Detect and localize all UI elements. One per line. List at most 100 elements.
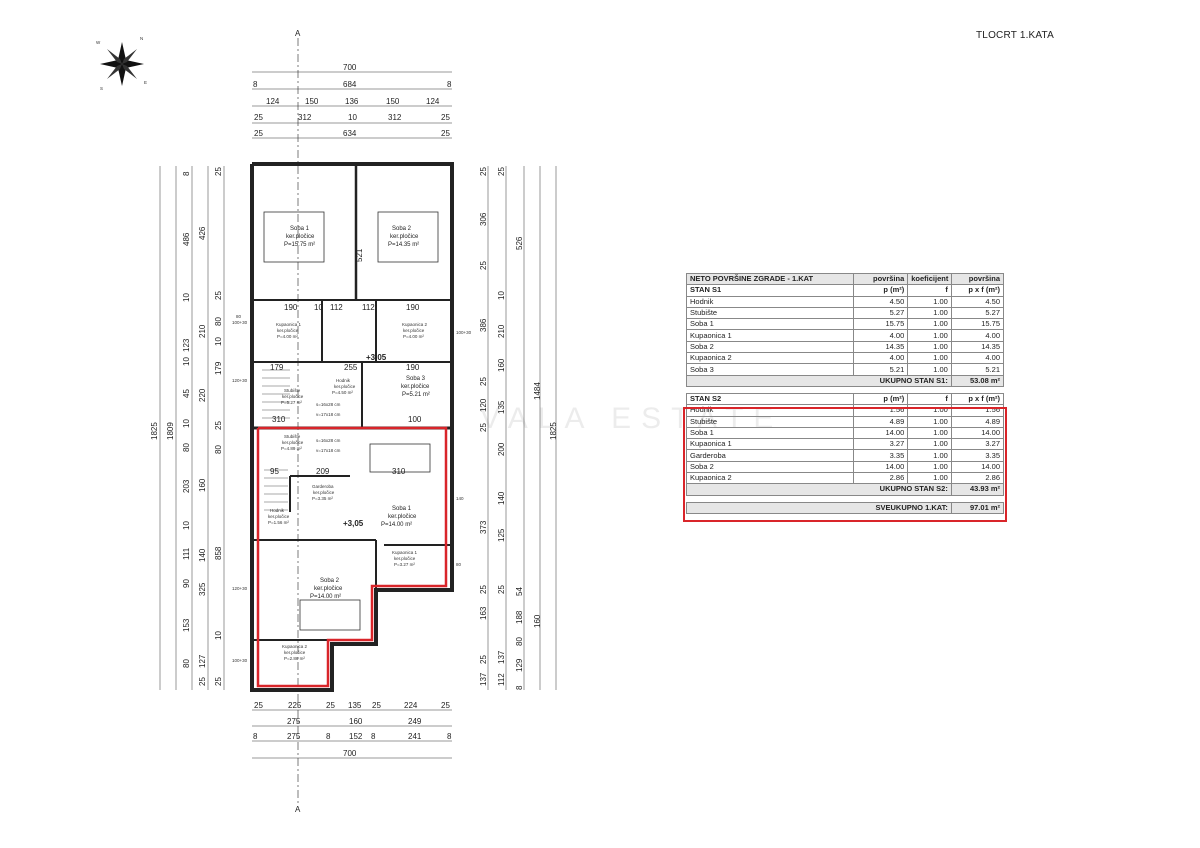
stan1-total-label: UKUPNO STAN S1: (686, 374, 952, 387)
dim-top-r3-d: 150 (386, 97, 400, 106)
cell-f: 1.00 (907, 363, 952, 376)
inner-dim-k: 95 (270, 467, 279, 476)
window-mark-4: 140 (456, 496, 464, 501)
dim-left-4-f: 127 (198, 654, 207, 668)
room-s2-kup1-floor: ker.pločice (394, 556, 416, 561)
inner-dim-b: 10 (314, 303, 323, 312)
dim-right-5-g: 80 (515, 637, 524, 646)
room-s1-soba1-floor: ker.pločice (286, 234, 315, 240)
dim-left-3-h: 203 (182, 479, 191, 493)
dim-left-4-a: 426 (198, 226, 207, 240)
stan2-highlight-box (683, 407, 1007, 522)
dim-right-3-l: 137 (479, 672, 488, 686)
window-mark-8: 100+30 (232, 658, 248, 663)
room-s2-soba1-name: Soba 1 (392, 506, 412, 512)
cell-f: 1.00 (907, 295, 952, 308)
inner-dim-n: 521 (355, 248, 364, 262)
cell-pf: 5.27 (950, 306, 1005, 320)
dim-left-4-j: 90 (182, 579, 191, 588)
dim-top-r4-e: 25 (441, 113, 450, 122)
stan2-label: STAN S2 (686, 392, 854, 406)
dim-right-4-d: 140 (497, 491, 506, 505)
cell-f: 1.00 (907, 340, 952, 354)
dim-bot-r2-a: 275 (287, 717, 301, 726)
dim-left-3-j: 111 (182, 547, 191, 560)
dim-right-5-f: 54 (515, 587, 524, 596)
compass-e: E (144, 80, 147, 85)
cell-pf: 4.50 (950, 295, 1005, 308)
inner-dim-i: 310 (272, 415, 286, 424)
room-s2-gard-floor: ker.pločice (313, 490, 335, 495)
room-s2-soba1-floor: ker.pločice (388, 514, 417, 520)
dim-right-3-e: 25 (479, 377, 488, 386)
compass-s: S (100, 86, 103, 91)
room-s2-hodnik-floor: ker.pločice (268, 514, 290, 519)
dim-left-5-h: 10 (214, 631, 223, 640)
table-header-row: NETO POVRŠINE ZGRADE - 1.KAT površina ko… (686, 272, 1005, 286)
room-s1-hodnik-name: Hodnik (336, 378, 351, 383)
dim-left-3-a: 8 (182, 171, 191, 176)
dim-top-total: 700 (343, 63, 357, 72)
compass-rose-icon: N W S E (96, 36, 147, 91)
grand-total-label: SVEUKUPNO 1.KAT: (686, 501, 952, 514)
dim-top-r3-c: 136 (345, 97, 359, 106)
dim-top-r5-b: 634 (343, 129, 357, 138)
cell-pf: 4.00 (950, 352, 1005, 365)
room-s1-soba3-floor: ker.pločice (401, 384, 430, 390)
dim-left-5-a: 25 (214, 167, 223, 176)
section-marker-bottom: A (295, 805, 301, 814)
room-s1-kup1-floor: ker.pločice (277, 328, 299, 333)
dim-bot-r3-c: 8 (326, 732, 331, 741)
room-s2-gard-name: Garderoba (312, 484, 334, 489)
room-s1-hodnik-floor: ker.pločice (334, 384, 356, 389)
room-s1-kup2-name: Kupaonica 2 (402, 322, 428, 327)
dim-bot-r1-b: 225 (288, 701, 302, 710)
dim-right-3-a: 25 (479, 167, 488, 176)
flat-s2-highlight (256, 426, 448, 688)
cell-p: 4.00 (852, 352, 909, 365)
stan2-total: 43.93 m² (950, 483, 1005, 496)
dim-left-4-e: 153 (182, 618, 191, 632)
window-mark-6: 120+30 (232, 586, 248, 591)
dim-bot-r3-a: 8 (253, 732, 258, 741)
grand-total: 97.01 m² (950, 501, 1005, 514)
dim-right-5-h: 137 (497, 650, 506, 664)
stairs-note-2: v=17x18 cm (316, 412, 341, 417)
dim-top-r3-a: 124 (266, 97, 280, 106)
room-s2-soba2-name: Soba 2 (320, 578, 340, 584)
dim-left-4-i: 80 (182, 443, 191, 452)
room-s2-gard-area: P=3.35 m² (312, 496, 333, 501)
dim-left-3-b: 486 (182, 232, 191, 246)
dim-bot-r1-g: 25 (441, 701, 450, 710)
table-stan1-header: STAN S1 p (m²) f p x f (m²) (686, 284, 1005, 297)
room-s2-kup1-name: Kupaonica 1 (392, 550, 418, 555)
dim-bot-r2-b: 160 (349, 717, 363, 726)
dim-left-4-h: 160 (198, 478, 207, 492)
room-s2-soba1-area: P=14.00 m² (381, 522, 412, 528)
cell-p: 5.27 (852, 306, 909, 320)
cell-name: Kupaonica 1 (686, 329, 854, 342)
dim-right-3-i: 25 (479, 585, 488, 594)
cell-pf: 4.00 (950, 329, 1005, 342)
dim-bot-r1-c: 25 (326, 701, 335, 710)
floor-plan: N W S E A A 700 8 684 8 124 150 136 150 (96, 29, 558, 814)
dim-right-5-i: 112 (497, 673, 506, 686)
table-head-col1: površina (852, 272, 909, 286)
cell-p: 4.00 (852, 329, 909, 342)
dim-left-4-k: 140 (198, 548, 207, 562)
level-marker-s2: +3,05 (343, 519, 364, 528)
dim-right-3-m: 129 (515, 658, 524, 672)
inner-dim-c: 112 (330, 303, 343, 312)
dim-bot-r1-d: 135 (348, 701, 362, 710)
dim-right-second: 1484 (533, 382, 542, 400)
unit-f-2: f (907, 392, 952, 406)
dim-left-5-c: 10 (214, 337, 223, 346)
dim-right-4-a: 526 (515, 236, 524, 250)
dim-left-5-f: 25 (214, 421, 223, 430)
dim-right-4-c: 200 (497, 442, 506, 456)
